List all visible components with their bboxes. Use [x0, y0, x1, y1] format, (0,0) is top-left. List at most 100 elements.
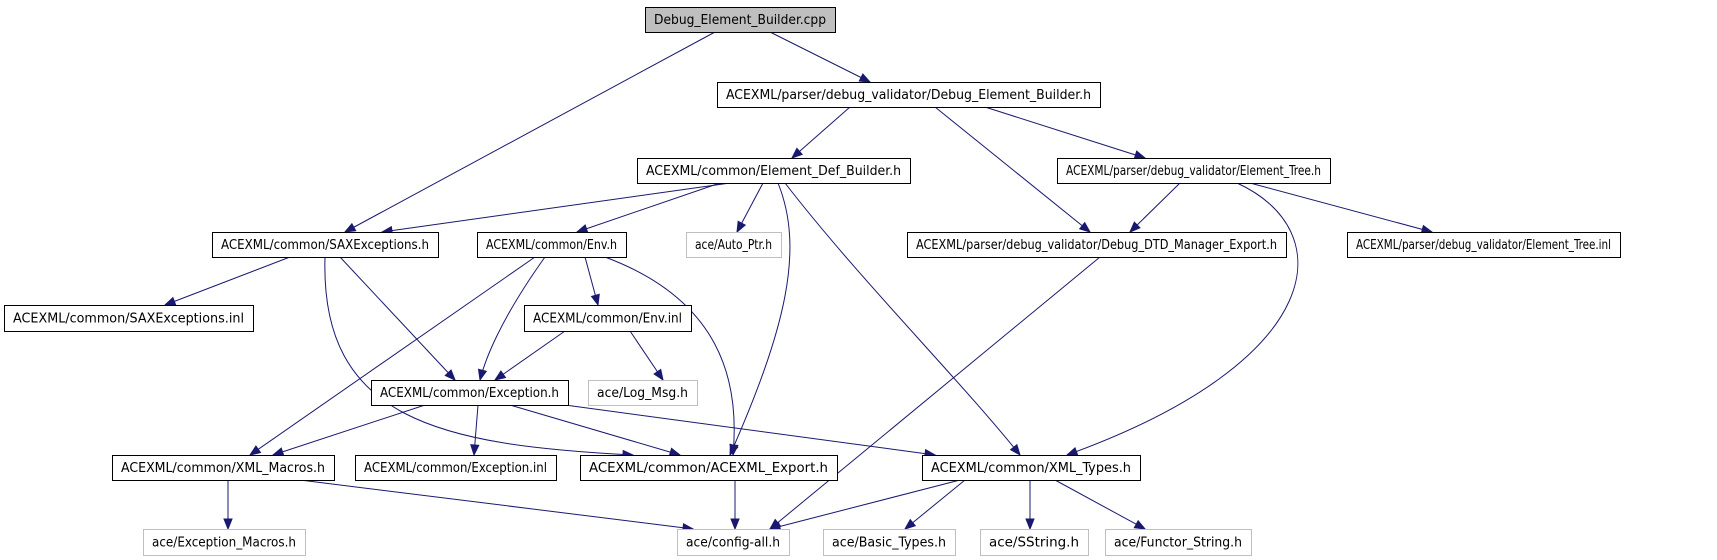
node-box[interactable]: [371, 380, 569, 406]
node-label: ACEXML/common/Exception.inl: [364, 461, 547, 476]
node-acexml-common-xml-macros-h[interactable]: ACEXML/common/XML_Macros.h: [112, 455, 335, 481]
arrowhead-icon: [1133, 519, 1147, 530]
node-label: ACEXML/common/XML_Macros.h: [121, 461, 325, 476]
node-ace-sstring-h[interactable]: ace/SString.h: [980, 529, 1089, 556]
node-box[interactable]: [212, 232, 439, 258]
node-box[interactable]: [1105, 529, 1252, 556]
node-label: ACEXML/common/SAXExceptions.h: [221, 238, 429, 253]
edge-line: [576, 182, 721, 233]
node-box[interactable]: [677, 529, 790, 556]
edge-line: [604, 256, 735, 456]
node-acexml-common-env-h[interactable]: ACEXML/common/Env.h: [477, 232, 627, 258]
node-box[interactable]: [637, 158, 911, 184]
node-box[interactable]: [588, 380, 698, 406]
edge-acexml-common-element-def-builder-h-to-acexml-common-saxexceptions-h: [380, 182, 731, 236]
edge-line: [769, 31, 871, 83]
node-acexml-common-element-def-builder-h[interactable]: ACEXML/common/Element_Def_Builder.h: [637, 158, 911, 184]
node-box[interactable]: [477, 232, 627, 258]
node-acexml-common-saxexceptions-h[interactable]: ACEXML/common/SAXExceptions.h: [212, 232, 439, 258]
edge-line: [164, 256, 291, 306]
edge-acexml-common-element-def-builder-h-to-acexml-common-env-h: [575, 182, 721, 234]
arrowhead-icon: [1025, 518, 1035, 531]
edge-line: [984, 106, 1146, 159]
edge-line: [1054, 479, 1146, 530]
node-label: ACEXML/common/XML_Types.h: [931, 461, 1131, 476]
arrowhead-icon: [730, 518, 740, 531]
edge-acexml-common-env-h-to-acexml-common-exception-h: [477, 256, 546, 382]
arrowhead-icon: [343, 222, 357, 233]
arrowhead-icon: [1129, 221, 1141, 233]
node-ace-basic-types-h[interactable]: ace/Basic_Types.h: [823, 529, 956, 556]
node-box[interactable]: [1347, 232, 1621, 258]
edge-line: [934, 106, 1091, 233]
arrowhead-icon: [444, 369, 456, 381]
node-acexml-parser-debug-validator-element-tree-h[interactable]: ACEXML/parser/debug_validator/Element_Tr…: [1057, 158, 1331, 184]
node-box[interactable]: [823, 529, 956, 556]
edge-line: [272, 404, 426, 456]
node-label: ACEXML/common/Env.h: [486, 238, 617, 253]
node-acexml-common-env-inl[interactable]: ACEXML/common/Env.inl: [524, 305, 692, 332]
edges-layer: [163, 31, 1434, 533]
node-ace-exception-macros-h[interactable]: ace/Exception_Macros.h: [143, 529, 306, 556]
node-box[interactable]: [580, 455, 838, 481]
node-acexml-common-exception-inl[interactable]: ACEXML/common/Exception.inl: [355, 455, 557, 481]
node-ace-auto-ptr-h[interactable]: ace/Auto_Ptr.h: [686, 232, 782, 258]
node-box[interactable]: [524, 305, 692, 332]
edge-acexml-common-env-h-to-acexml-common-acexml-export-h: [604, 256, 739, 457]
node-acexml-parser-debug-validator-debug-element-builder-h[interactable]: ACEXML/parser/debug_validator/Debug_Elem…: [717, 82, 1101, 108]
node-label: ACEXML/common/Exception.h: [380, 386, 559, 401]
edge-line: [1249, 182, 1433, 233]
edge-acexml-common-exception-h-to-acexml-common-exception-inl: [470, 404, 480, 457]
node-box[interactable]: [922, 455, 1141, 481]
nodes-layer: Debug_Element_Builder.cppACEXML/parser/d…: [4, 7, 1621, 556]
edge-acexml-common-env-h-to-acexml-common-xml-macros-h: [248, 256, 536, 456]
edge-line: [509, 404, 681, 456]
edge-line: [381, 182, 731, 233]
node-acexml-common-acexml-export-h[interactable]: ACEXML/common/ACEXML_Export.h: [580, 455, 838, 481]
node-ace-log-msg-h[interactable]: ace/Log_Msg.h: [588, 380, 698, 406]
arrowhead-icon: [903, 518, 917, 530]
node-label: ace/Auto_Ptr.h: [695, 238, 772, 253]
node-box[interactable]: [1057, 158, 1331, 184]
node-box[interactable]: [645, 7, 836, 33]
node-box[interactable]: [907, 232, 1287, 258]
edge-acexml-parser-debug-validator-debug-element-builder-h-to-acexml-common-element-def-builder-h: [790, 106, 851, 159]
arrowhead-icon: [223, 518, 233, 531]
node-debug-element-builder-cpp[interactable]: Debug_Element_Builder.cpp: [645, 7, 836, 33]
node-label: ACEXML/common/SAXExceptions.inl: [13, 312, 244, 327]
node-label: ace/Log_Msg.h: [597, 386, 688, 401]
node-box[interactable]: [717, 82, 1101, 108]
node-box[interactable]: [112, 455, 335, 481]
node-box[interactable]: [980, 529, 1089, 556]
edge-line: [904, 479, 966, 530]
node-box[interactable]: [4, 305, 254, 332]
arrowhead-icon: [858, 73, 872, 83]
edge-line: [324, 256, 634, 456]
node-acexml-parser-debug-validator-debug-dtd-manager-export-h[interactable]: ACEXML/parser/debug_validator/Debug_DTD_…: [907, 232, 1287, 258]
node-acexml-common-xml-types-h[interactable]: ACEXML/common/XML_Types.h: [922, 455, 1141, 481]
node-box[interactable]: [686, 232, 782, 258]
edge-acexml-common-exception-h-to-acexml-common-xml-macros-h: [271, 404, 426, 457]
edge-acexml-common-element-def-builder-h-to-acexml-common-xml-types-h: [784, 182, 1021, 457]
edge-line: [339, 256, 456, 381]
edge-acexml-parser-debug-validator-element-tree-h-to-acexml-parser-debug-validator-debug-dtd-manager-export-h: [1129, 182, 1181, 233]
edge-acexml-common-exception-h-to-acexml-common-xml-types-h: [564, 404, 937, 459]
node-acexml-common-saxexceptions-inl[interactable]: ACEXML/common/SAXExceptions.inl: [4, 305, 254, 332]
arrowhead-icon: [653, 368, 664, 382]
arrowhead-icon: [575, 224, 589, 234]
edge-acexml-common-xml-macros-h-to-ace-config-all-h: [299, 479, 695, 533]
node-box[interactable]: [355, 455, 557, 481]
node-box[interactable]: [143, 529, 306, 556]
edge-acexml-common-env-h-to-acexml-common-env-inl: [584, 256, 600, 307]
edge-acexml-common-saxexceptions-h-to-acexml-common-saxexceptions-inl: [163, 256, 291, 306]
edge-line: [249, 256, 536, 456]
edge-debug-element-builder-cpp-to-acexml-parser-debug-validator-debug-element-builder-h: [769, 31, 872, 83]
edge-acexml-common-element-def-builder-h-to-ace-auto-ptr-h: [736, 182, 764, 234]
node-ace-functor-string-h[interactable]: ace/Functor_String.h: [1105, 529, 1252, 556]
node-acexml-parser-debug-validator-element-tree-inl[interactable]: ACEXML/parser/debug_validator/Element_Tr…: [1347, 232, 1621, 258]
node-acexml-common-exception-h[interactable]: ACEXML/common/Exception.h: [371, 380, 569, 406]
edge-acexml-common-xml-types-h-to-ace-basic-types-h: [903, 479, 966, 530]
node-ace-config-all-h[interactable]: ace/config-all.h: [677, 529, 790, 556]
node-label: ace/config-all.h: [686, 536, 780, 551]
node-label: ACEXML/common/ACEXML_Export.h: [589, 461, 828, 476]
